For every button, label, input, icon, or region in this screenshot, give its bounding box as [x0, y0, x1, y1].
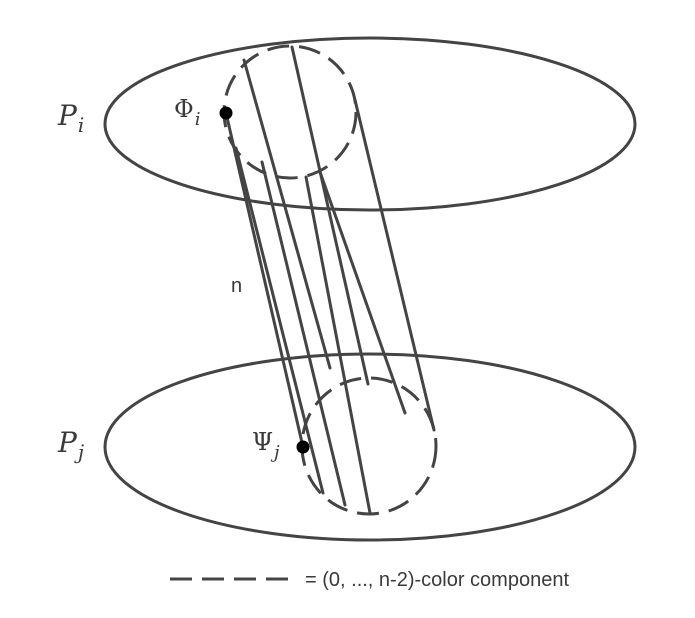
tube-strands — [224, 45, 436, 515]
tube-strand — [224, 111, 305, 449]
tube-strand — [304, 175, 372, 515]
plane-j-ellipse — [103, 352, 637, 542]
point-psi-label: Ψj — [252, 428, 280, 463]
point-phi-label: Φi — [174, 95, 200, 130]
edge-count-label: n — [231, 275, 242, 297]
plane-i-label: Pi — [57, 99, 84, 137]
tube-strand — [234, 146, 325, 495]
legend-text: = (0, ..., n-2)-color component — [305, 569, 569, 591]
tube-strand — [290, 45, 370, 386]
tube-strand — [242, 58, 332, 370]
tube-strand — [318, 170, 407, 415]
tube-strand — [353, 98, 436, 432]
plane-j-label: Pj — [57, 426, 84, 464]
point-psi — [296, 440, 310, 454]
plane-i-ellipse — [103, 36, 637, 212]
tube-strand — [260, 160, 347, 507]
point-phi — [219, 106, 233, 120]
color-component-top — [222, 44, 358, 180]
